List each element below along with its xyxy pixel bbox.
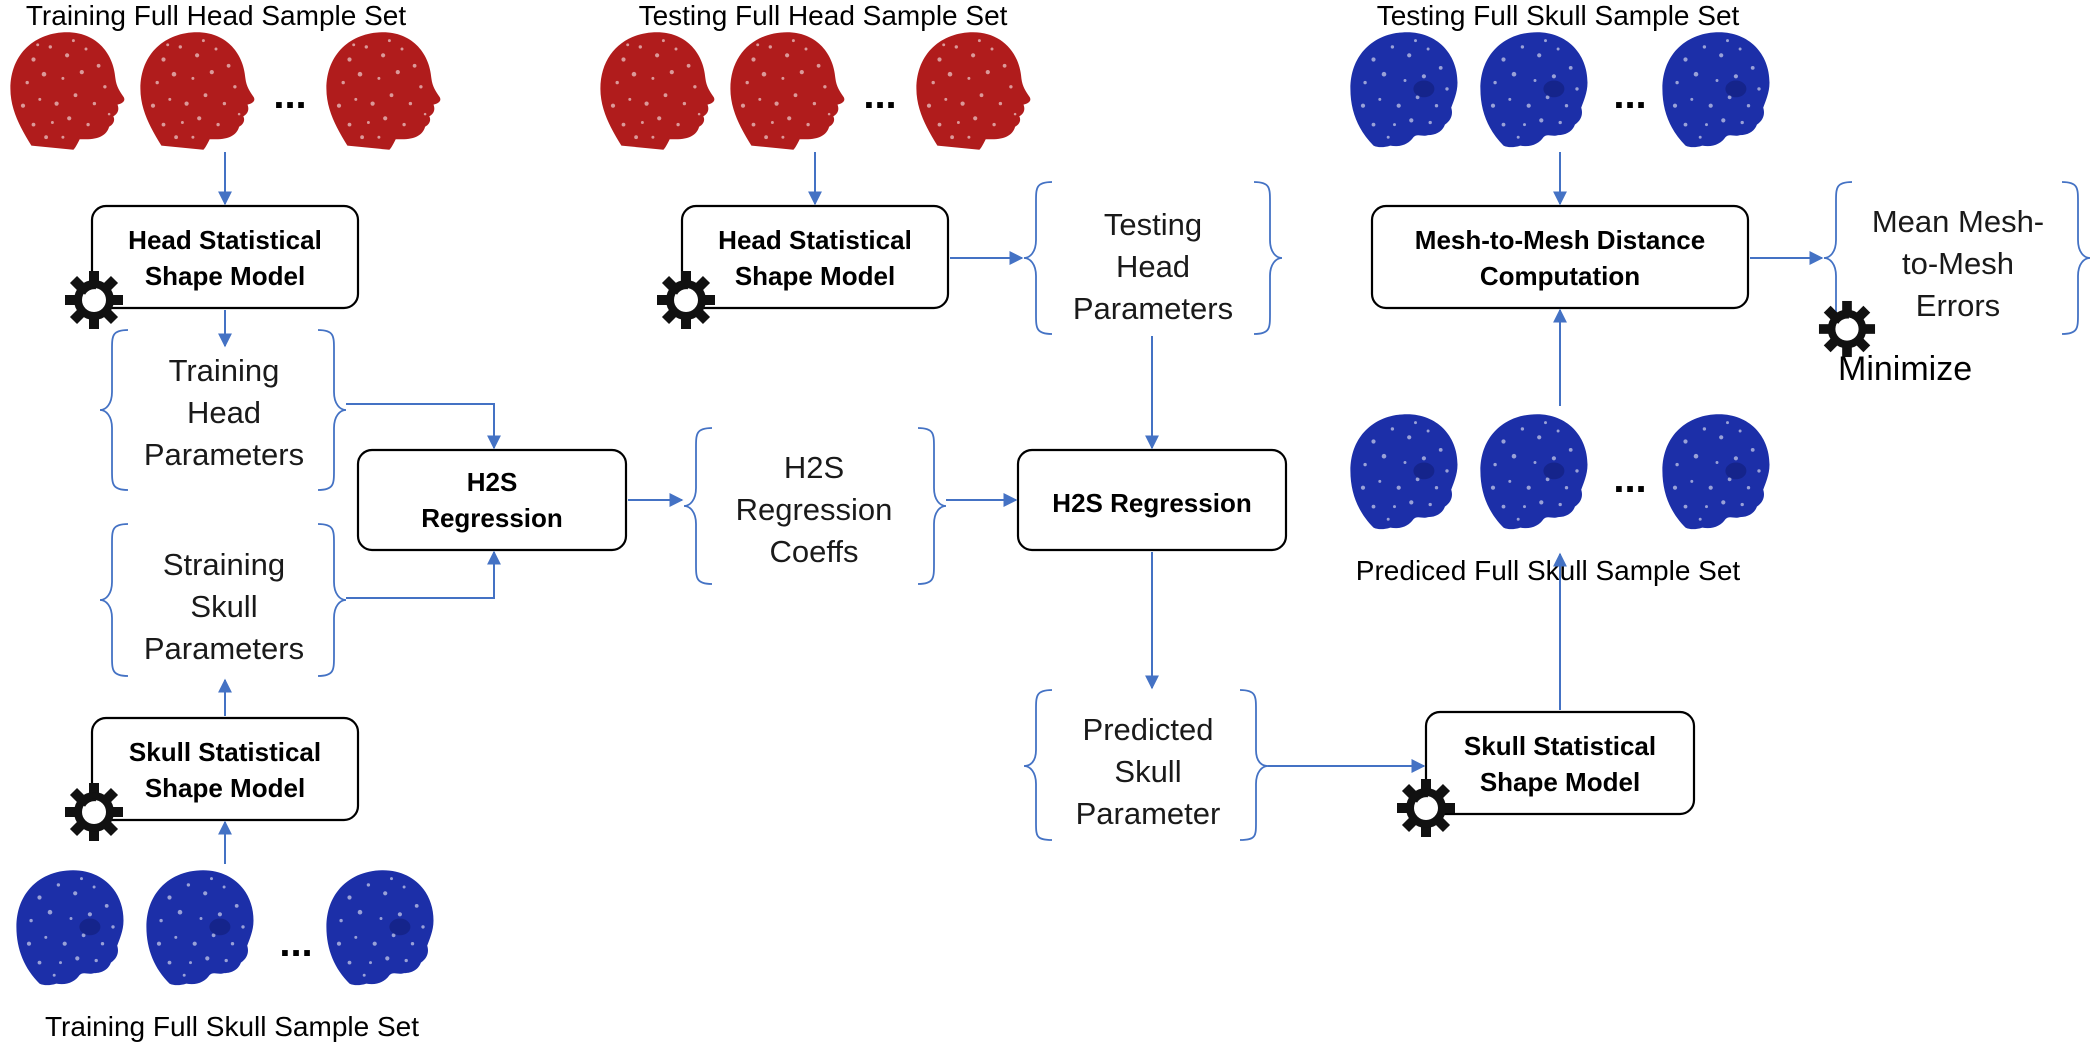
- head-point-cloud-icon: [326, 32, 441, 150]
- head-ssm-train-box: Head Statistical Shape Model: [64, 204, 360, 330]
- head-point-cloud-icon: [600, 32, 715, 150]
- box-label: Skull Statistical: [129, 737, 321, 767]
- h2s-regression-apply-box: H2S Regression: [1016, 448, 1288, 552]
- ellipsis: ...: [273, 73, 306, 117]
- gear-icon: [1396, 778, 1456, 838]
- mesh-distance-box: Mesh-to-Mesh Distance Computation: [1370, 204, 1750, 310]
- testing-head-parameters: Testing Head Parameters: [1023, 181, 1283, 335]
- skull-point-cloud-icon: [1480, 414, 1588, 530]
- box-label: Shape Model: [735, 261, 895, 291]
- arrow: [346, 550, 501, 599]
- minimize-label: Minimize: [1838, 350, 1972, 388]
- box-label: H2S: [467, 467, 518, 497]
- training-skull-caption: Training Full Skull Sample Set: [45, 1011, 419, 1042]
- testing-head-caption: Testing Full Head Sample Set: [639, 0, 1008, 31]
- training-head-parameters: Training Head Parameters: [99, 329, 347, 491]
- training-head-caption: Training Full Head Sample Set: [26, 0, 406, 31]
- box-label: Shape Model: [1480, 767, 1640, 797]
- predicted-skull-caption: Prediced Full Skull Sample Set: [1356, 555, 1741, 586]
- arrow: [346, 403, 501, 450]
- ellipsis: ...: [863, 73, 896, 117]
- param-line: Straining: [163, 547, 285, 582]
- ellipsis: ...: [279, 921, 312, 965]
- skull-point-cloud-icon: [326, 870, 434, 986]
- param-line: Predicted: [1083, 712, 1214, 747]
- skull-ssm-test-box: Skull Statistical Shape Model: [1396, 710, 1696, 838]
- box-label: Mesh-to-Mesh Distance: [1415, 225, 1705, 255]
- head-point-cloud-icon: [730, 32, 845, 150]
- param-line: to-Mesh: [1902, 246, 2014, 281]
- box-label: Regression: [421, 503, 563, 533]
- box-label: Shape Model: [145, 773, 305, 803]
- param-line: Parameters: [144, 437, 304, 472]
- skull-ssm-train-box: Skull Statistical Shape Model: [64, 716, 360, 842]
- skull-point-cloud-icon: [1350, 32, 1458, 148]
- h2s-regression-train-box: H2S Regression: [356, 448, 628, 552]
- param-line: Parameters: [1073, 291, 1233, 326]
- param-line: Skull: [1114, 754, 1181, 789]
- param-line: Coeffs: [769, 534, 858, 569]
- testing-skull-caption: Testing Full Skull Sample Set: [1377, 0, 1740, 31]
- ellipsis: ...: [1613, 73, 1646, 117]
- head-ssm-test-box: Head Statistical Shape Model: [656, 204, 950, 330]
- param-line: Parameters: [144, 631, 304, 666]
- skull-point-cloud-icon: [1662, 414, 1770, 530]
- param-line: Regression: [736, 492, 893, 527]
- h2s-regression-coeffs: H2S Regression Coeffs: [683, 427, 947, 585]
- param-line: Head: [187, 395, 261, 430]
- predicted-skull-sample-set: ... Prediced Full Skull Sample Set: [1350, 414, 1770, 586]
- param-line: Errors: [1916, 288, 2000, 323]
- box-label: Head Statistical: [128, 225, 322, 255]
- mean-mesh-errors: Mean Mesh- to-Mesh Errors Minimize: [1818, 181, 2091, 388]
- testing-skull-sample-set: Testing Full Skull Sample Set ...: [1350, 0, 1770, 148]
- gear-icon: [64, 782, 124, 842]
- param-line: H2S: [784, 450, 844, 485]
- straining-skull-parameters: Straining Skull Parameters: [99, 523, 347, 677]
- skull-point-cloud-icon: [1662, 32, 1770, 148]
- box-label: Head Statistical: [718, 225, 912, 255]
- predicted-skull-parameters: Predicted Skull Parameter: [1023, 689, 1269, 841]
- arrows: [218, 152, 1824, 864]
- box-label: H2S Regression: [1052, 488, 1251, 518]
- head-point-cloud-icon: [916, 32, 1031, 150]
- param-line: Parameter: [1076, 796, 1221, 831]
- ellipsis: ...: [1613, 457, 1646, 501]
- training-head-sample-set: Training Full Head Sample Set ...: [10, 0, 441, 150]
- gear-icon: [64, 270, 124, 330]
- box-label: Computation: [1480, 261, 1640, 291]
- gear-icon: [1818, 300, 1876, 358]
- skull-point-cloud-icon: [146, 870, 254, 986]
- param-line: Mean Mesh-: [1872, 204, 2044, 239]
- training-skull-sample-set: ... Training Full Skull Sample Set: [16, 870, 434, 1042]
- testing-head-sample-set: Testing Full Head Sample Set ...: [600, 0, 1031, 150]
- head-point-cloud-icon: [140, 32, 255, 150]
- head-point-cloud-icon: [10, 32, 125, 150]
- gear-icon: [656, 270, 716, 330]
- skull-point-cloud-icon: [1350, 414, 1458, 530]
- skull-point-cloud-icon: [1480, 32, 1588, 148]
- param-line: Training: [169, 353, 280, 388]
- skull-point-cloud-icon: [16, 870, 124, 986]
- param-line: Testing: [1104, 207, 1202, 242]
- box-label: Skull Statistical: [1464, 731, 1656, 761]
- param-line: Head: [1116, 249, 1190, 284]
- param-line: Skull: [190, 589, 257, 624]
- box-label: Shape Model: [145, 261, 305, 291]
